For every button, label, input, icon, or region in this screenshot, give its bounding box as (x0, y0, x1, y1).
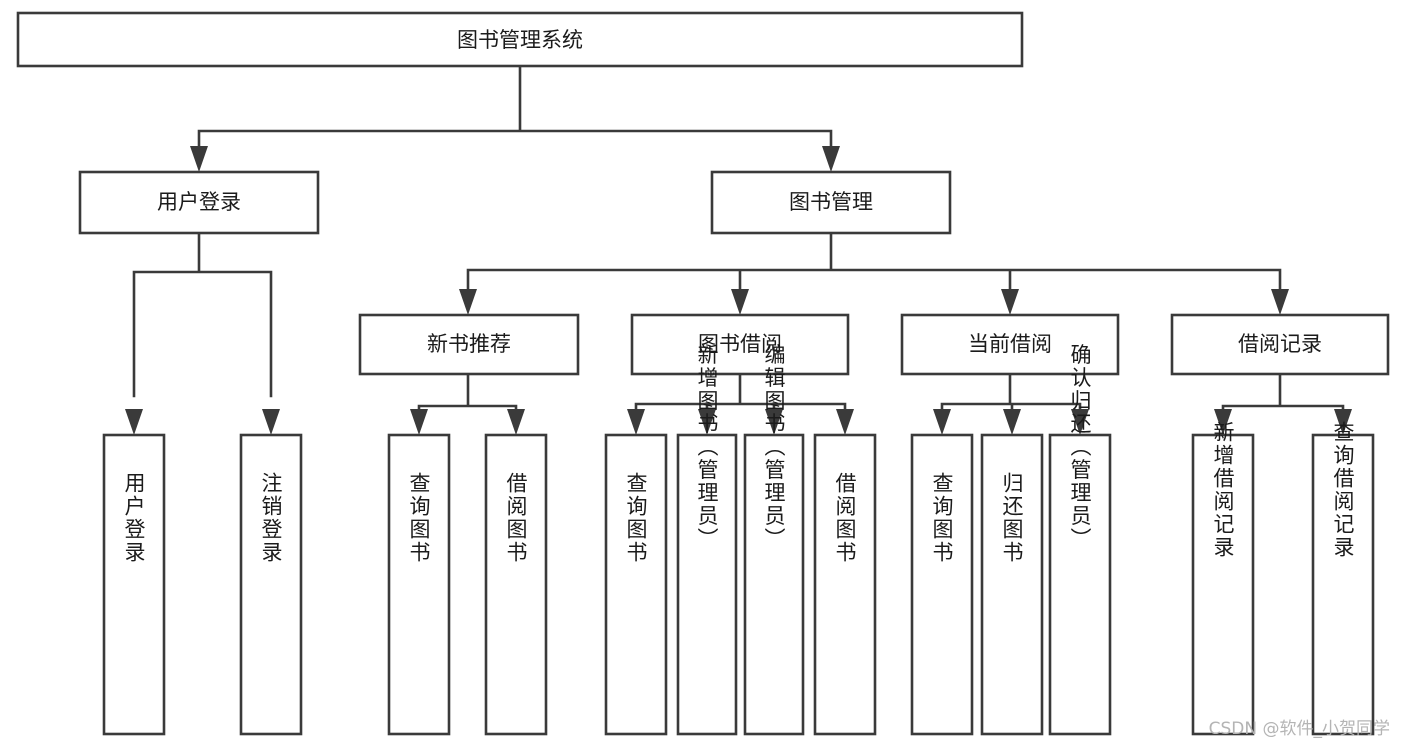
arrow-to-leaf-borrow-book-2 (836, 409, 854, 435)
node-root-box[interactable] (16, 11, 1024, 68)
node-leaf-borrow-book-2[interactable]: 借阅图书 (813, 433, 877, 736)
node-current-borrow-box[interactable] (900, 313, 1120, 376)
connector-layer (125, 64, 1352, 435)
arrow-to-leaf-add-record (1214, 409, 1232, 435)
node-borrow-record-box[interactable] (1170, 313, 1390, 376)
node-leaf-edit-book-label: 编辑图书（管理员） (762, 344, 786, 551)
node-user-login-label: 用户登录 (157, 190, 241, 214)
node-borrow-record-label: 借阅记录 (1238, 332, 1322, 356)
arrow-to-leaf-user-login (125, 409, 143, 435)
node-user-login[interactable]: 用户登录 (78, 170, 320, 235)
arrow-to-leaf-edit-book (765, 409, 783, 435)
node-leaf-borrow-book-1-box[interactable] (484, 433, 548, 736)
node-book-borrow[interactable]: 图书借阅 (630, 313, 850, 376)
arrow-to-book-borrow (731, 289, 749, 315)
node-book-borrow-box[interactable] (630, 313, 850, 376)
node-current-borrow[interactable]: 当前借阅 (900, 313, 1120, 376)
node-leaf-query-record-label: 查询借阅记录 (1331, 421, 1355, 559)
node-leaf-add-book-label: 新增图书（管理员） (695, 344, 719, 551)
edge-user-login-bus (132, 231, 273, 398)
arrow-to-leaf-confirm-return (1071, 409, 1089, 435)
node-leaf-return-book-label: 归还图书 (1000, 472, 1024, 564)
node-book-manage-box[interactable] (710, 170, 952, 235)
arrow-root-to-book-manage (822, 146, 840, 172)
node-leaf-confirm-return-label: 确认归还（管理员） (1068, 344, 1092, 551)
node-leaf-add-book[interactable]: 新增图书（管理员） (676, 344, 738, 736)
arrow-to-leaf-query-book-2 (627, 409, 645, 435)
node-book-manage-label: 图书管理 (789, 190, 873, 214)
node-leaf-return-book-box[interactable] (980, 433, 1044, 736)
arrow-to-leaf-add-book (698, 409, 716, 435)
node-leaf-query-book-1[interactable]: 查询图书 (387, 433, 451, 736)
node-leaf-confirm-return[interactable]: 确认归还（管理员） (1048, 344, 1112, 736)
node-root[interactable]: 图书管理系统 (16, 11, 1024, 68)
node-book-manage[interactable]: 图书管理 (710, 170, 952, 235)
edge-book-manage-bus (466, 231, 1282, 294)
edge-new-book-rec-bus (417, 372, 518, 414)
node-leaf-query-record-box[interactable] (1311, 433, 1375, 736)
node-leaf-edit-book[interactable]: 编辑图书（管理员） (743, 344, 805, 736)
node-leaf-user-logout[interactable]: 注销登录 (239, 433, 303, 736)
node-leaf-borrow-book-1[interactable]: 借阅图书 (484, 433, 548, 736)
node-leaf-query-record[interactable]: 查询借阅记录 (1311, 421, 1375, 736)
node-leaf-query-book-3[interactable]: 查询图书 (910, 433, 974, 736)
csdn-watermark: CSDN @软件_小贺同学 (1209, 719, 1390, 739)
node-borrow-record[interactable]: 借阅记录 (1170, 313, 1390, 376)
edge-root-bus (197, 64, 833, 154)
arrow-to-leaf-borrow-book-1 (507, 409, 525, 435)
node-user-login-box[interactable] (78, 170, 320, 235)
arrow-to-new-book-rec (459, 289, 477, 315)
node-leaf-user-login-box[interactable] (102, 433, 166, 736)
node-leaf-user-logout-box[interactable] (239, 433, 303, 736)
node-leaf-borrow-book-2-box[interactable] (813, 433, 877, 736)
node-leaf-query-book-3-box[interactable] (910, 433, 974, 736)
node-leaf-add-record-box[interactable] (1191, 433, 1255, 736)
node-new-book-rec-label: 新书推荐 (427, 332, 511, 356)
arrow-to-leaf-query-record (1334, 409, 1352, 435)
arrow-root-to-user-login (190, 146, 208, 172)
edge-current-borrow-bus (940, 372, 1082, 412)
edge-book-borrow-bus (634, 372, 847, 412)
node-leaf-borrow-book-1-label: 借阅图书 (504, 472, 528, 564)
node-leaf-query-book-1-box[interactable] (387, 433, 451, 736)
arrow-to-leaf-query-book-1 (410, 409, 428, 435)
node-leaf-query-book-2-box[interactable] (604, 433, 668, 736)
node-root-label: 图书管理系统 (457, 28, 583, 52)
node-leaf-query-book-1-label: 查询图书 (407, 472, 431, 564)
node-leaf-query-book-2[interactable]: 查询图书 (604, 433, 668, 736)
node-new-book-rec[interactable]: 新书推荐 (358, 313, 580, 376)
edge-borrow-record-bus (1221, 372, 1345, 414)
node-leaf-user-login[interactable]: 用户登录 (102, 433, 166, 736)
node-leaf-add-record[interactable]: 新增借阅记录 (1191, 421, 1255, 736)
node-leaf-edit-book-box[interactable] (743, 433, 805, 736)
node-leaf-return-book[interactable]: 归还图书 (980, 433, 1044, 736)
node-leaf-user-logout-label: 注销登录 (259, 472, 283, 564)
node-leaf-query-book-3-label: 查询图书 (930, 472, 954, 564)
node-leaf-add-book-box[interactable] (676, 433, 738, 736)
node-book-borrow-label: 图书借阅 (698, 332, 782, 356)
node-leaf-confirm-return-box[interactable] (1048, 433, 1112, 736)
arrow-to-current-borrow (1001, 289, 1019, 315)
node-leaf-add-record-label: 新增借阅记录 (1211, 421, 1235, 559)
arrow-to-leaf-query-book-3 (933, 409, 951, 435)
node-current-borrow-label: 当前借阅 (968, 332, 1052, 356)
arrow-to-leaf-user-logout (262, 409, 280, 435)
node-leaf-query-book-2-label: 查询图书 (624, 472, 648, 564)
node-leaf-user-login-label: 用户登录 (122, 472, 146, 564)
arrow-to-leaf-return-book (1003, 409, 1021, 435)
node-leaf-borrow-book-2-label: 借阅图书 (833, 472, 857, 564)
arrow-to-borrow-record (1271, 289, 1289, 315)
node-new-book-rec-box[interactable] (358, 313, 580, 376)
